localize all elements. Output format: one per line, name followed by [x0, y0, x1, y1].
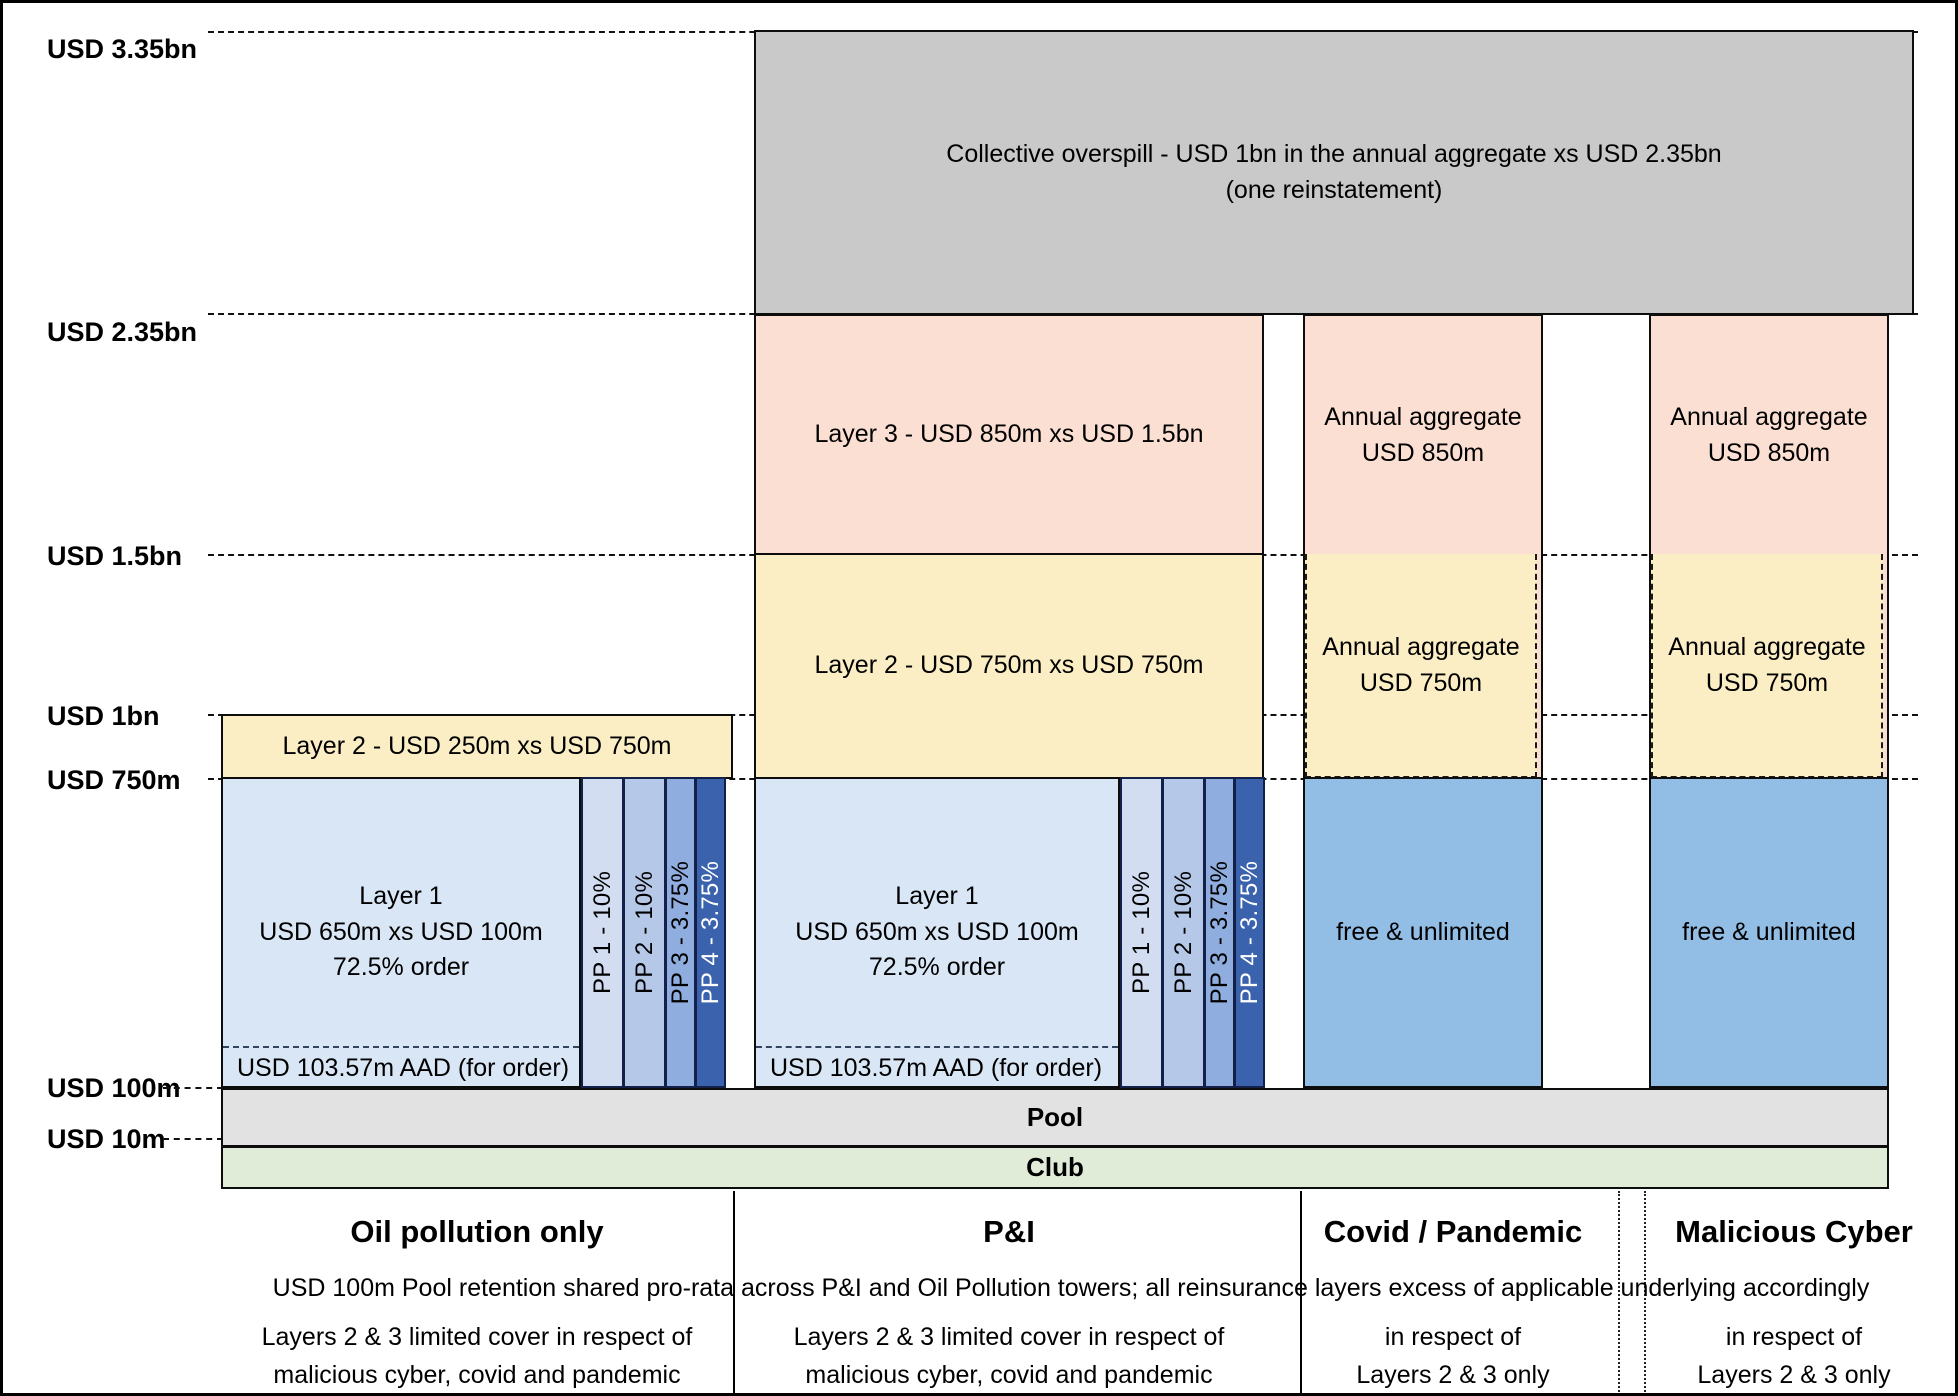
collective-overspill-block: Collective overspill - USD 1bn in the an… [754, 30, 1914, 315]
oil-pp-4: PP 4 - 3.75% [695, 777, 726, 1088]
oil-pp-2-label: PP 2 - 10% [630, 871, 658, 994]
pi-pp-1-label: PP 1 - 10% [1127, 871, 1155, 994]
oil-pp-3: PP 3 - 3.75% [665, 777, 696, 1088]
oil-footer-note-line-1: Layers 2 & 3 limited cover in respect of [261, 1323, 693, 1351]
oil-layer-1-line-3: 72.5% order [332, 953, 470, 982]
overspill-line-2: (one reinstatement) [1225, 175, 1443, 204]
covid-agg750-line-2: USD 750m [1359, 669, 1483, 697]
club-block: Club [221, 1146, 1889, 1189]
footer-divider-oil-pi [733, 1191, 735, 1393]
column-title-covid: Covid / Pandemic [1323, 1214, 1583, 1249]
cyber-agg750-line-1: Annual aggregate [1668, 632, 1866, 661]
pool-block: Pool [221, 1088, 1889, 1147]
axis-tick-label-750: USD 750m [47, 765, 181, 795]
covid-free-unlimited-block: free & unlimited [1303, 777, 1543, 1088]
pi-pp-2-label: PP 2 - 10% [1169, 871, 1197, 994]
pi-pp-3: PP 3 - 3.75% [1204, 777, 1235, 1088]
retention-note: USD 100m Pool retention shared pro-rata … [272, 1274, 1870, 1302]
pi-pp-4: PP 4 - 3.75% [1234, 777, 1265, 1088]
cyber-footer-note: in respect of Layers 2 & 3 only [1649, 1319, 1939, 1393]
pi-layer-1-block: Layer 1 USD 650m xs USD 100m 72.5% order [754, 777, 1120, 1088]
pi-pp-1: PP 1 - 10% [1120, 777, 1163, 1088]
axis-tick-label-3350: USD 3.35bn [47, 34, 198, 64]
column-title-pi: P&I [983, 1214, 1035, 1249]
axis-tick-label-1500: USD 1.5bn [47, 541, 183, 571]
pi-footer-note-line-2: malicious cyber, covid and pandemic [805, 1360, 1213, 1389]
cyber-free-unlimited-block: free & unlimited [1649, 777, 1889, 1088]
cyber-agg850-line-2: USD 850m [1707, 438, 1831, 467]
pi-layer-1-line-2: USD 650m xs USD 100m [795, 917, 1079, 946]
oil-layer-1-line-1: Layer 1 [359, 882, 443, 911]
oil-pp-2: PP 2 - 10% [623, 777, 666, 1088]
pi-aad-label-row: USD 103.57m AAD (for order) [756, 1046, 1118, 1088]
column-title-cyber: Malicious Cyber [1675, 1214, 1913, 1249]
footer-divider-covid-cyber-b [1644, 1191, 1646, 1393]
cyber-free-unlimited-label: free & unlimited [1682, 917, 1856, 946]
axis-tick-label-1000: USD 1bn [47, 701, 160, 731]
footer-divider-covid-cyber-a [1618, 1191, 1620, 1393]
pi-pp-2: PP 2 - 10% [1162, 777, 1205, 1088]
oil-footer-note-line-2: malicious cyber, covid and pandemic [273, 1360, 681, 1389]
cyber-agg750-line-2: USD 750m [1705, 669, 1829, 697]
covid-free-unlimited-label: free & unlimited [1336, 917, 1510, 946]
covid-footer-note: in respect of Layers 2 & 3 only [1303, 1319, 1603, 1393]
column-title-oil: Oil pollution only [350, 1214, 604, 1249]
cyber-annual-aggregate-750-block: Annual aggregate USD 750m [1651, 554, 1883, 778]
footer-divider-pi-covid [1300, 1191, 1302, 1393]
oil-pp-1-label: PP 1 - 10% [588, 871, 616, 994]
axis-tick-label-100: USD 100m [47, 1073, 181, 1103]
pool-label: Pool [1026, 1102, 1084, 1133]
axis-tick-label-2350: USD 2.35bn [47, 317, 198, 347]
pi-pp-3-label: PP 3 - 3.75% [1205, 860, 1233, 1005]
axis-gridline-10 [163, 1138, 223, 1140]
oil-pp-1: PP 1 - 10% [581, 777, 624, 1088]
axis-gridline-100 [163, 1087, 223, 1089]
pi-aad-label: USD 103.57m AAD (for order) [770, 1053, 1103, 1082]
pi-layer-2-label: Layer 2 - USD 750m xs USD 750m [814, 651, 1204, 680]
covid-agg750-line-1: Annual aggregate [1322, 632, 1520, 661]
club-label: Club [1026, 1152, 1084, 1183]
covid-footer-note-line-2: Layers 2 & 3 only [1356, 1360, 1550, 1389]
oil-pp-4-label: PP 4 - 3.75% [696, 860, 724, 1005]
pi-layer-2-block: Layer 2 - USD 750m xs USD 750m [754, 553, 1264, 779]
cyber-footer-note-line-1: in respect of [1725, 1323, 1863, 1351]
oil-footer-note: Layers 2 & 3 limited cover in respect of… [221, 1319, 733, 1393]
pi-pp-4-label: PP 4 - 3.75% [1235, 860, 1263, 1005]
oil-aad-label: USD 103.57m AAD (for order) [237, 1053, 570, 1082]
covid-footer-note-line-1: in respect of [1384, 1323, 1522, 1351]
oil-layer-2-label: Layer 2 - USD 250m xs USD 750m [282, 731, 672, 760]
covid-agg850-line-2: USD 850m [1361, 438, 1485, 467]
oil-pp-3-label: PP 3 - 3.75% [666, 860, 694, 1005]
pi-layer-3-label: Layer 3 - USD 850m xs USD 1.5bn [814, 419, 1204, 448]
pi-layer-3-block: Layer 3 - USD 850m xs USD 1.5bn [754, 314, 1264, 555]
oil-layer-2-block: Layer 2 - USD 250m xs USD 750m [221, 714, 733, 779]
axis-tick-label-10: USD 10m [47, 1124, 166, 1154]
oil-layer-1-block: Layer 1 USD 650m xs USD 100m 72.5% order [221, 777, 581, 1088]
pi-layer-1-line-1: Layer 1 [895, 882, 979, 911]
covid-annual-aggregate-750-block: Annual aggregate USD 750m [1305, 554, 1537, 778]
pi-footer-note: Layers 2 & 3 limited cover in respect of… [754, 1319, 1264, 1393]
covid-agg850-line-1: Annual aggregate [1324, 403, 1522, 431]
overspill-line-1: Collective overspill - USD 1bn in the an… [946, 140, 1722, 168]
cyber-agg850-line-1: Annual aggregate [1670, 403, 1868, 431]
pi-layer-1-line-3: 72.5% order [868, 953, 1006, 982]
cyber-footer-note-line-2: Layers 2 & 3 only [1697, 1360, 1891, 1389]
oil-aad-label-row: USD 103.57m AAD (for order) [223, 1046, 579, 1088]
oil-layer-1-line-2: USD 650m xs USD 100m [259, 917, 543, 946]
pi-footer-note-line-1: Layers 2 & 3 limited cover in respect of [793, 1323, 1225, 1351]
